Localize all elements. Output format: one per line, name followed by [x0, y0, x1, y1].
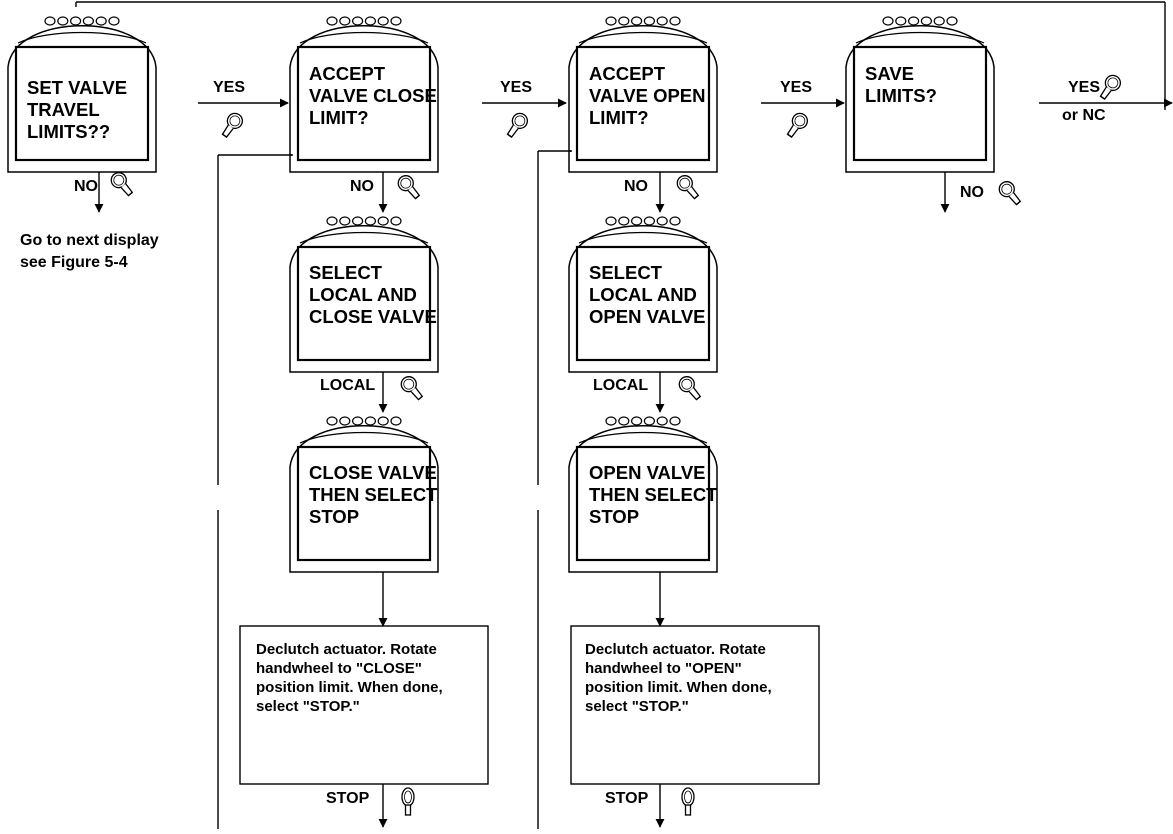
knob-no-icon — [110, 172, 134, 197]
indicator-led-icon — [643, 216, 656, 226]
indicator-led-icon — [95, 16, 107, 26]
indicator-led-icon — [352, 16, 364, 26]
knob-no-icon — [400, 376, 424, 401]
indicator-led-icon — [390, 16, 402, 26]
indicator-led-icon — [669, 216, 681, 226]
knob-yes-icon — [1099, 74, 1122, 100]
knob-stop-icon — [681, 787, 695, 816]
display-select-local-open-valve — [568, 216, 718, 373]
indicator-led-icon — [656, 216, 668, 226]
indicator-led-icon — [882, 16, 894, 26]
indicator-led-icon — [618, 216, 630, 226]
indicator-led-icon — [44, 16, 56, 26]
display-select-local-close-valve — [289, 216, 439, 373]
knob-no-icon — [676, 175, 700, 200]
indicator-led-icon — [108, 16, 120, 26]
display-close-valve-then-select-stop — [289, 416, 439, 573]
knob-no-icon — [998, 181, 1022, 206]
indicator-led-icon — [605, 216, 617, 226]
display-accept-valve-open-limit — [568, 16, 718, 173]
next-display-note: Go to next display — [20, 232, 159, 249]
indicator-led-icon — [377, 16, 389, 26]
indicator-led-icon — [656, 416, 668, 426]
indicator-led-icon — [82, 16, 95, 26]
instruction-text-close: Declutch actuator. Rotate handwheel to "… — [256, 641, 443, 715]
no-label: NO — [350, 178, 374, 195]
indicator-led-icon — [946, 16, 958, 26]
indicator-led-icon — [630, 216, 643, 226]
indicator-led-icon — [377, 216, 389, 226]
local-label: LOCAL — [320, 377, 376, 394]
yes-label: YES — [213, 79, 246, 96]
indicator-led-icon — [326, 416, 338, 426]
indicator-led-icon — [630, 16, 643, 26]
indicator-led-icon — [364, 216, 376, 226]
indicator-led-icon — [390, 416, 402, 426]
local-label: LOCAL — [593, 377, 649, 394]
stop-label: STOP — [326, 790, 370, 807]
display-accept-valve-close-limit — [289, 16, 439, 173]
yes-label: YES — [1068, 79, 1101, 96]
indicator-led-icon — [933, 16, 945, 26]
figure-reference-note: see Figure 5-4 — [20, 254, 128, 271]
indicator-led-icon — [669, 16, 681, 26]
indicator-led-icon — [605, 16, 617, 26]
indicator-led-icon — [57, 16, 69, 26]
or-nc-label: or NC — [1062, 107, 1106, 124]
instruction-text-open: Declutch actuator. Rotate handwheel to "… — [585, 641, 772, 715]
indicator-led-icon — [352, 216, 364, 226]
indicator-led-icon — [618, 16, 630, 26]
indicator-led-icon — [339, 16, 351, 26]
knob-yes-icon — [786, 112, 809, 138]
knob-stop-icon — [401, 787, 415, 816]
indicator-led-icon — [618, 416, 630, 426]
indicator-led-icon — [907, 16, 920, 26]
indicator-led-icon — [630, 416, 643, 426]
no-label: NO — [960, 184, 984, 201]
instruction-box-close — [239, 625, 489, 785]
yes-label: YES — [780, 79, 813, 96]
indicator-led-icon — [605, 416, 617, 426]
indicator-led-icon — [920, 16, 933, 26]
indicator-led-icon — [643, 416, 656, 426]
knob-yes-icon — [506, 112, 529, 138]
display-set-valve-travel-limits — [7, 16, 157, 173]
indicator-led-icon — [377, 416, 389, 426]
stop-label: STOP — [605, 790, 649, 807]
display-open-valve-then-select-stop — [568, 416, 718, 573]
knob-no-icon — [678, 376, 702, 401]
indicator-led-icon — [364, 16, 376, 26]
indicator-led-icon — [69, 16, 82, 26]
no-label: NO — [74, 178, 98, 195]
indicator-led-icon — [656, 16, 668, 26]
indicator-led-icon — [669, 416, 681, 426]
indicator-led-icon — [390, 216, 402, 226]
indicator-led-icon — [339, 216, 351, 226]
no-label: NO — [624, 178, 648, 195]
display-save-limits — [845, 16, 995, 173]
knob-no-icon — [397, 175, 421, 200]
indicator-led-icon — [364, 416, 376, 426]
indicator-led-icon — [339, 416, 351, 426]
indicator-led-icon — [895, 16, 907, 26]
knob-yes-icon — [221, 112, 244, 138]
indicator-led-icon — [326, 216, 338, 226]
indicator-led-icon — [643, 16, 656, 26]
indicator-led-icon — [352, 416, 364, 426]
instruction-box-open — [570, 625, 820, 785]
indicator-led-icon — [326, 16, 338, 26]
yes-label: YES — [500, 79, 533, 96]
